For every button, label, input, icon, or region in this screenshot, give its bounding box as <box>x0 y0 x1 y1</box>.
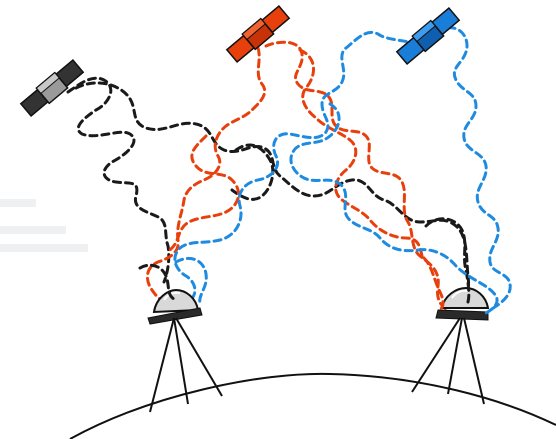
signal-end-blue-left <box>174 257 208 306</box>
signal-end-gray-left <box>138 263 178 302</box>
earth-surface <box>69 372 556 439</box>
signal-path-gray-left <box>66 76 171 284</box>
signal-path-gray-mid2 <box>230 143 275 201</box>
antenna-base-right <box>435 309 489 321</box>
signal-path-orange-left <box>146 46 267 304</box>
signal-path-blue-left <box>173 31 420 302</box>
orange-satellite <box>225 4 291 64</box>
signal-path-gray-mid <box>74 81 470 308</box>
signal-path-orange-right <box>264 40 450 312</box>
blue-satellite <box>395 6 461 66</box>
background-text <box>0 88 88 252</box>
tripod-leg <box>173 317 189 405</box>
tripod-leg <box>149 317 175 413</box>
tripod-leg <box>447 317 463 395</box>
signal-path-blue-right <box>446 26 512 312</box>
signal-path-blue-mid <box>289 102 420 253</box>
antenna-dome-left <box>152 288 200 314</box>
tripod-leg <box>411 317 461 393</box>
tripod-leg <box>175 317 223 397</box>
gray-satellite <box>19 58 85 118</box>
signal-end-orange-right <box>422 256 445 312</box>
signal-path-orange-mid <box>298 48 424 258</box>
antenna-dome-right <box>440 286 490 309</box>
antenna-base-left <box>147 307 203 325</box>
ground-station-left <box>147 288 223 413</box>
ground-station-right <box>411 286 490 405</box>
signal-path-orange-cross <box>164 134 241 254</box>
signal-end-black-right <box>424 217 471 304</box>
tripod-leg <box>463 317 485 405</box>
